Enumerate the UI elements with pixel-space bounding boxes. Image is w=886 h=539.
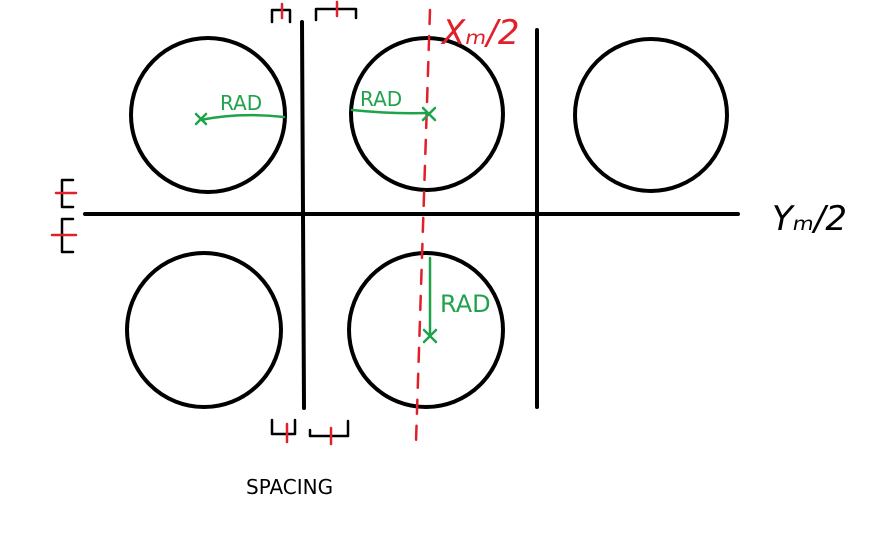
spacing-bracket-bottom-right bbox=[308, 419, 350, 438]
spacing-label: SPACING bbox=[246, 475, 333, 499]
rad-label-top-left: RAD bbox=[220, 91, 262, 115]
radius-center-marker-bottom-middle bbox=[422, 328, 438, 344]
spacing-bracket-bottom-left bbox=[270, 418, 297, 436]
radius-marker-top-left bbox=[194, 112, 208, 126]
y-half-label: Yₘ/2 bbox=[772, 199, 847, 239]
vertical-divider-left bbox=[300, 20, 306, 410]
circle-bottom-left bbox=[125, 251, 283, 409]
rad-label-bottom-middle: RAD bbox=[440, 290, 491, 318]
radius-line-top-left bbox=[198, 113, 286, 122]
circle-bottom-middle bbox=[347, 251, 505, 409]
radius-center-marker-top-middle bbox=[421, 106, 437, 122]
rad-label-top-middle: RAD bbox=[360, 87, 402, 111]
circle-top-middle bbox=[349, 36, 505, 192]
center-line-x bbox=[414, 8, 432, 444]
x-half-label: Xₘ/2 bbox=[440, 13, 520, 53]
circle-top-left bbox=[129, 36, 287, 194]
circle-top-right bbox=[573, 37, 729, 193]
radius-line-top-middle bbox=[350, 108, 430, 115]
